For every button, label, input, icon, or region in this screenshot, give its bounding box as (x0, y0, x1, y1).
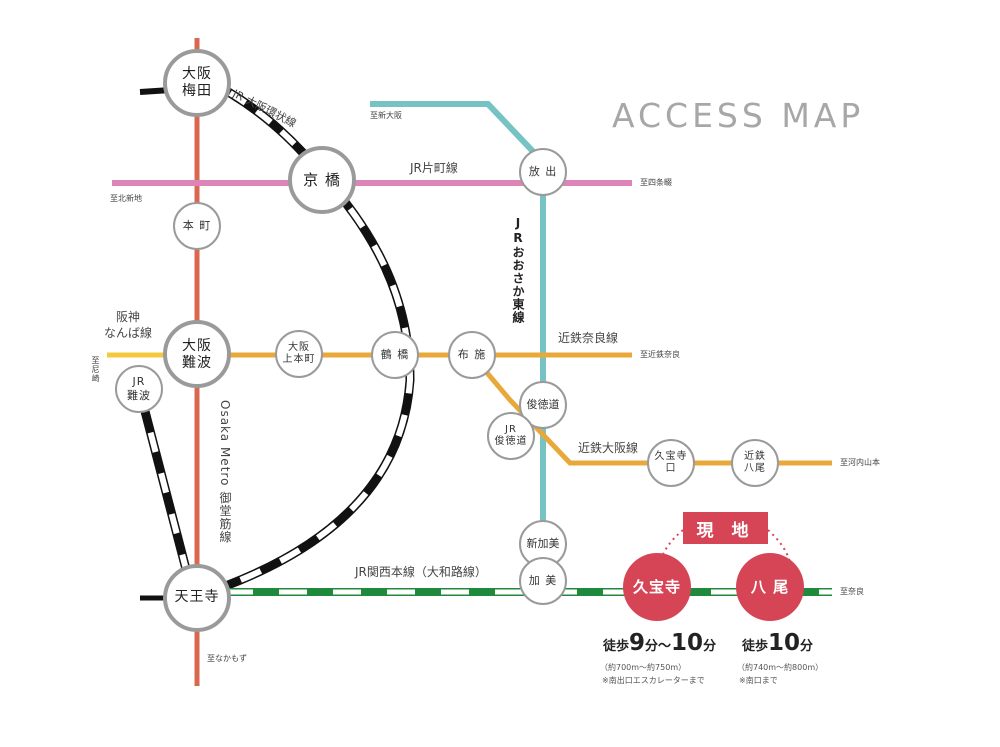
walk-kyuhoji-sep: 分～ (645, 639, 672, 654)
station-kyuhoji-label: 久宝寺 (632, 577, 681, 596)
line-label-kintetsu-osaka: 近鉄大阪線 (578, 441, 639, 455)
walk-kyuhoji-min1: 9 (629, 630, 646, 656)
kintetsu-osaka-line (470, 353, 832, 466)
jr-kansai-line (140, 588, 832, 601)
station-kintetsu-yao-circle (731, 439, 779, 487)
walk-yao-dist: （約740m～約800m） (737, 663, 824, 672)
line-label-hanshin: 阪神 なんば線 (104, 310, 153, 340)
station-jr-shuntokumichi-label: JR 俊徳道 (494, 423, 528, 448)
station-kyuhoji-kintetsu-circle (647, 439, 695, 487)
station-hanaten-label: 放 出 (528, 165, 558, 179)
walk-yao-min: 10 (768, 630, 801, 656)
line-label-jr-katamachi: JR片町線 (410, 161, 458, 175)
station-shuntokumichi-label: 俊徳道 (526, 398, 560, 412)
line-label-jr-osaka-higashi: JRおおさか東線 (511, 216, 525, 324)
osaka-higashi-line (370, 101, 546, 560)
dir-amagasaki: 至尼崎 (91, 356, 100, 383)
walk-yao-prefix: 徒歩 (742, 639, 769, 654)
station-tennoji-circle (163, 564, 231, 632)
station-namba-label: 大阪 難波 (182, 337, 212, 372)
walk-kyuhoji-min2: 10 (671, 630, 704, 656)
line-label-jr-kansai: JR関西本線（大和路線） (355, 565, 487, 579)
walk-yao-suffix: 分 (800, 639, 814, 654)
station-honmachi-circle (173, 202, 221, 250)
dir-kita-shinchi: 至北新地 (110, 194, 142, 203)
dir-nakamozu: 至なかもず (207, 654, 247, 663)
station-hanaten-circle (519, 148, 567, 196)
station-umeda-label: 大阪 梅田 (182, 65, 212, 100)
station-kintetsu-yao-label: 近鉄 八尾 (744, 450, 766, 475)
dir-shijonawate: 至四条畷 (640, 178, 672, 187)
station-yao-label: 八 尾 (750, 577, 790, 596)
dir-kintetsu-nara: 至近鉄奈良 (640, 350, 680, 359)
station-kyuhoji-circle (623, 553, 691, 621)
station-kyobashi-circle (288, 146, 356, 214)
dir-kawachi-yamamoto: 至河内山本 (840, 458, 880, 467)
walk-kyuhoji-prefix: 徒歩 (603, 639, 630, 654)
site-badge: 現 地 (683, 512, 768, 544)
station-kyuhoji-kintetsu-label: 久宝寺 口 (654, 450, 688, 475)
walk-kyuhoji: 徒歩9分～10分 (603, 630, 716, 656)
dir-nara: 至奈良 (840, 587, 864, 596)
station-jr-namba-circle (115, 365, 163, 413)
station-yao-circle (736, 553, 804, 621)
station-fuse-label: 布 施 (457, 348, 487, 362)
station-jr-namba-label: JR 難波 (127, 375, 151, 402)
station-tsuruhashi-label: 鶴 橋 (380, 348, 410, 362)
station-shuntokumichi-circle (519, 381, 567, 429)
dir-shin-osaka: 至新大阪 (370, 111, 402, 120)
walk-kyuhoji-dist: （約700m～約750m） (600, 663, 687, 672)
station-kami-label: 加 美 (528, 574, 558, 588)
station-honmachi-label: 本 町 (182, 219, 212, 233)
station-uehonmachi-circle (275, 330, 323, 378)
station-namba-circle (163, 320, 231, 388)
station-jr-shuntokumichi-circle (487, 412, 535, 460)
jr-namba-branch (135, 390, 198, 598)
station-uehonmachi-label: 大阪 上本町 (282, 341, 316, 366)
line-label-midosuji: Osaka Metro 御堂筋線 (218, 400, 232, 544)
station-tennoji-label: 天王寺 (174, 589, 220, 606)
station-fuse-circle (448, 331, 496, 379)
station-tsuruhashi-circle (371, 331, 419, 379)
walk-yao: 徒歩10分 (742, 630, 813, 656)
station-shinkami-label: 新加美 (526, 537, 560, 551)
walk-kyuhoji-suffix: 分 (703, 639, 717, 654)
walk-kyuhoji-note: ※南出口エスカレーターまで (602, 676, 705, 685)
station-kami-circle (519, 557, 567, 605)
station-umeda-circle (163, 49, 231, 117)
map-title: ACCESS MAP (612, 96, 865, 135)
line-label-kintetsu-nara: 近鉄奈良線 (558, 331, 619, 345)
station-kyobashi-label: 京 橋 (303, 170, 341, 189)
walk-yao-note: ※南口まで (739, 676, 778, 685)
